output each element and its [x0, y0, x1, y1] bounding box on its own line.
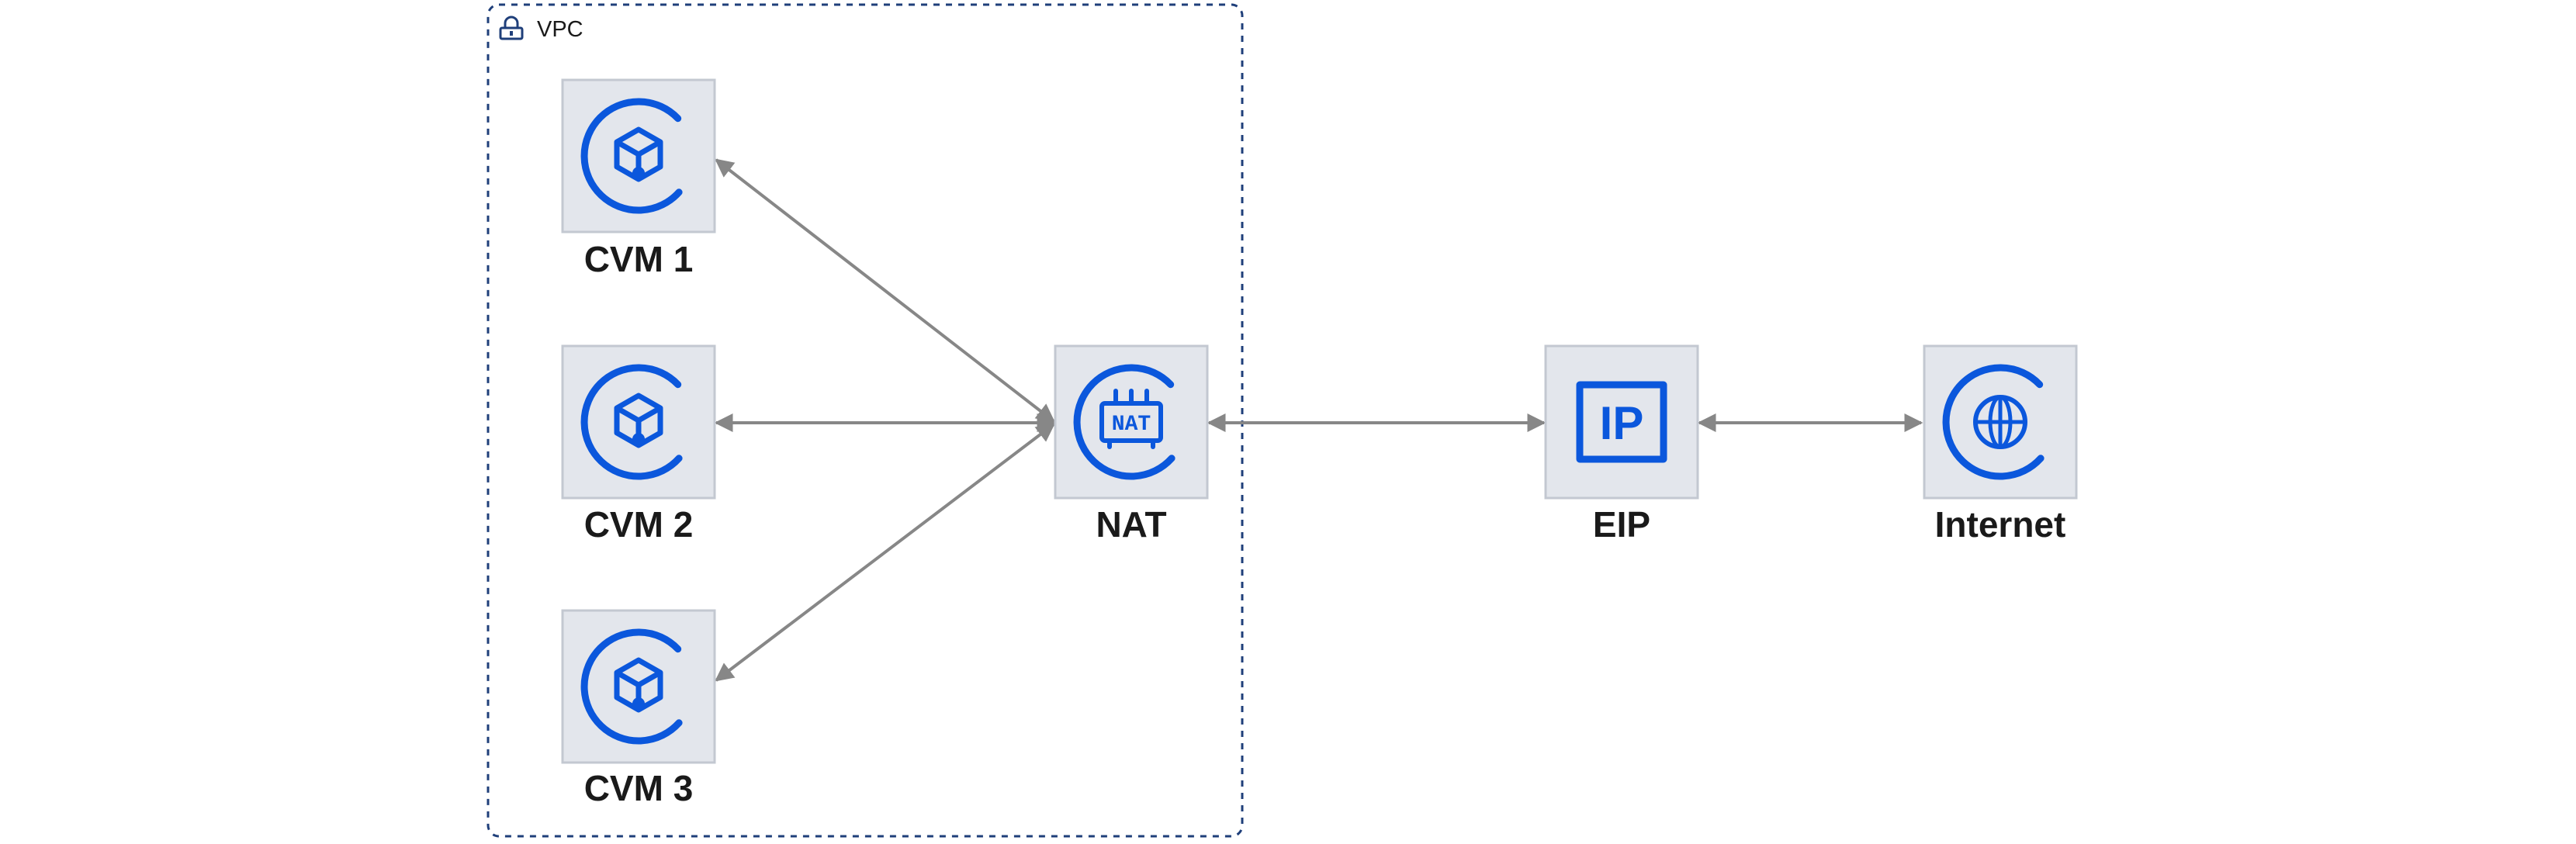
node-label: Internet [1935, 504, 2066, 545]
cvm-icon [580, 628, 683, 745]
node-label: CVM 2 [584, 504, 694, 545]
nat-icon: NAT [1073, 364, 1175, 480]
node-cvm3[interactable]: CVM 3 [561, 609, 716, 808]
node-internet[interactable]: Internet [1923, 344, 2078, 545]
node-box [1544, 344, 1699, 500]
ip-icon-text: IP [1600, 397, 1644, 449]
node-label: EIP [1593, 504, 1650, 545]
node-eip[interactable]: IP EIP [1544, 344, 1699, 545]
vpc-group: VPC [486, 3, 1244, 838]
nat-icon-text: NAT [1112, 413, 1151, 437]
node-nat[interactable]: NAT NAT [1054, 344, 1209, 545]
node-label: CVM 3 [584, 768, 694, 808]
edge-cvm3-nat [715, 423, 1055, 682]
node-box [1054, 344, 1209, 500]
node-cvm1[interactable]: CVM 1 [561, 78, 716, 279]
vpc-boundary [486, 3, 1244, 838]
cvm-icon [580, 364, 683, 480]
vpc-label: VPC [537, 17, 583, 42]
node-label: NAT [1096, 504, 1166, 545]
edge-cvm1-nat [715, 158, 1055, 423]
node-cvm2[interactable]: CVM 2 [561, 344, 716, 545]
ip-icon: IP [1576, 381, 1667, 463]
cvm-icon [580, 98, 683, 214]
node-label: CVM 1 [584, 239, 694, 279]
lock-icon [499, 16, 524, 40]
edges [714, 158, 1923, 682]
globe-icon [1942, 364, 2045, 480]
